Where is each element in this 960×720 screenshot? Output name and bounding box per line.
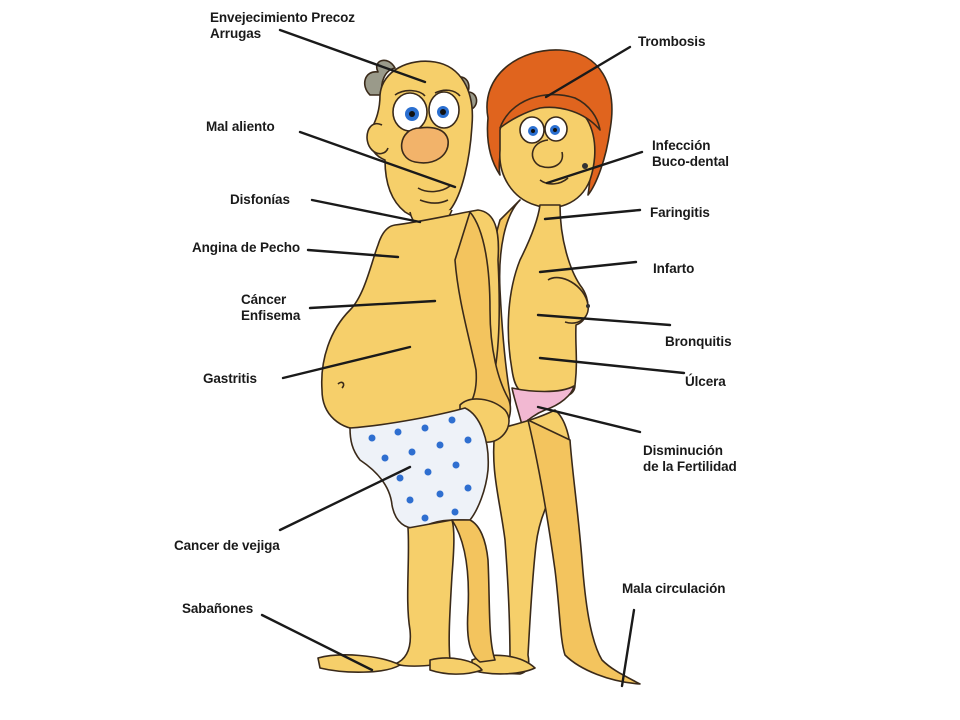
- leader-trombosis: [544, 45, 632, 99]
- leader-cancer-enfisema: [308, 299, 437, 310]
- leader-infarto: [538, 260, 638, 274]
- label-bronquitis: Bronquitis: [665, 334, 732, 349]
- leader-bronquitis: [536, 313, 672, 327]
- leader-mal-aliento: [298, 130, 457, 189]
- woman-hair: [486, 49, 613, 196]
- label-disfonias: Disfonías: [230, 192, 290, 207]
- leader-faringitis: [543, 208, 642, 221]
- leader-sabanones: [260, 613, 374, 672]
- label-mal-aliento: Mal aliento: [206, 119, 275, 134]
- label-infeccion-buco-dental: Infección Buco-dental: [652, 138, 729, 169]
- label-ulcera: Úlcera: [685, 374, 726, 389]
- leader-mala-circulacion: [620, 608, 636, 688]
- leader-disfonias: [310, 198, 422, 224]
- leader-infeccion: [545, 150, 644, 185]
- label-angina-de-pecho: Angina de Pecho: [192, 240, 301, 255]
- leader-ulcera: [538, 356, 686, 375]
- label-cancer-de-vejiga: Cancer de vejiga: [174, 538, 280, 553]
- label-infarto: Infarto: [653, 261, 695, 276]
- man-figure: [317, 59, 512, 675]
- leader-fertilidad: [536, 405, 642, 434]
- leader-angina: [306, 248, 400, 259]
- label-cancer-enfisema: Cáncer Enfisema: [241, 292, 301, 323]
- man-shorts: [349, 407, 490, 530]
- woman-panties: [511, 385, 575, 426]
- leader-gastritis: [281, 345, 412, 380]
- label-trombosis: Trombosis: [638, 34, 706, 49]
- shorts-dots: [368, 416, 472, 522]
- leader-lines: [260, 28, 686, 688]
- leader-envejecimiento: [278, 28, 427, 84]
- label-disminucion-fertilidad: Disminución de la Fertilidad: [643, 443, 737, 474]
- label-mala-circulacion: Mala circulación: [622, 581, 726, 596]
- label-faringitis: Faringitis: [650, 205, 710, 220]
- label-sabanones: Sabañones: [182, 601, 254, 616]
- leader-cancer-vejiga: [278, 465, 412, 532]
- label-gastritis: Gastritis: [203, 371, 257, 386]
- label-envejecimiento-arrugas: Envejecimiento Precoz Arrugas: [210, 10, 355, 41]
- man-legs: [394, 519, 455, 667]
